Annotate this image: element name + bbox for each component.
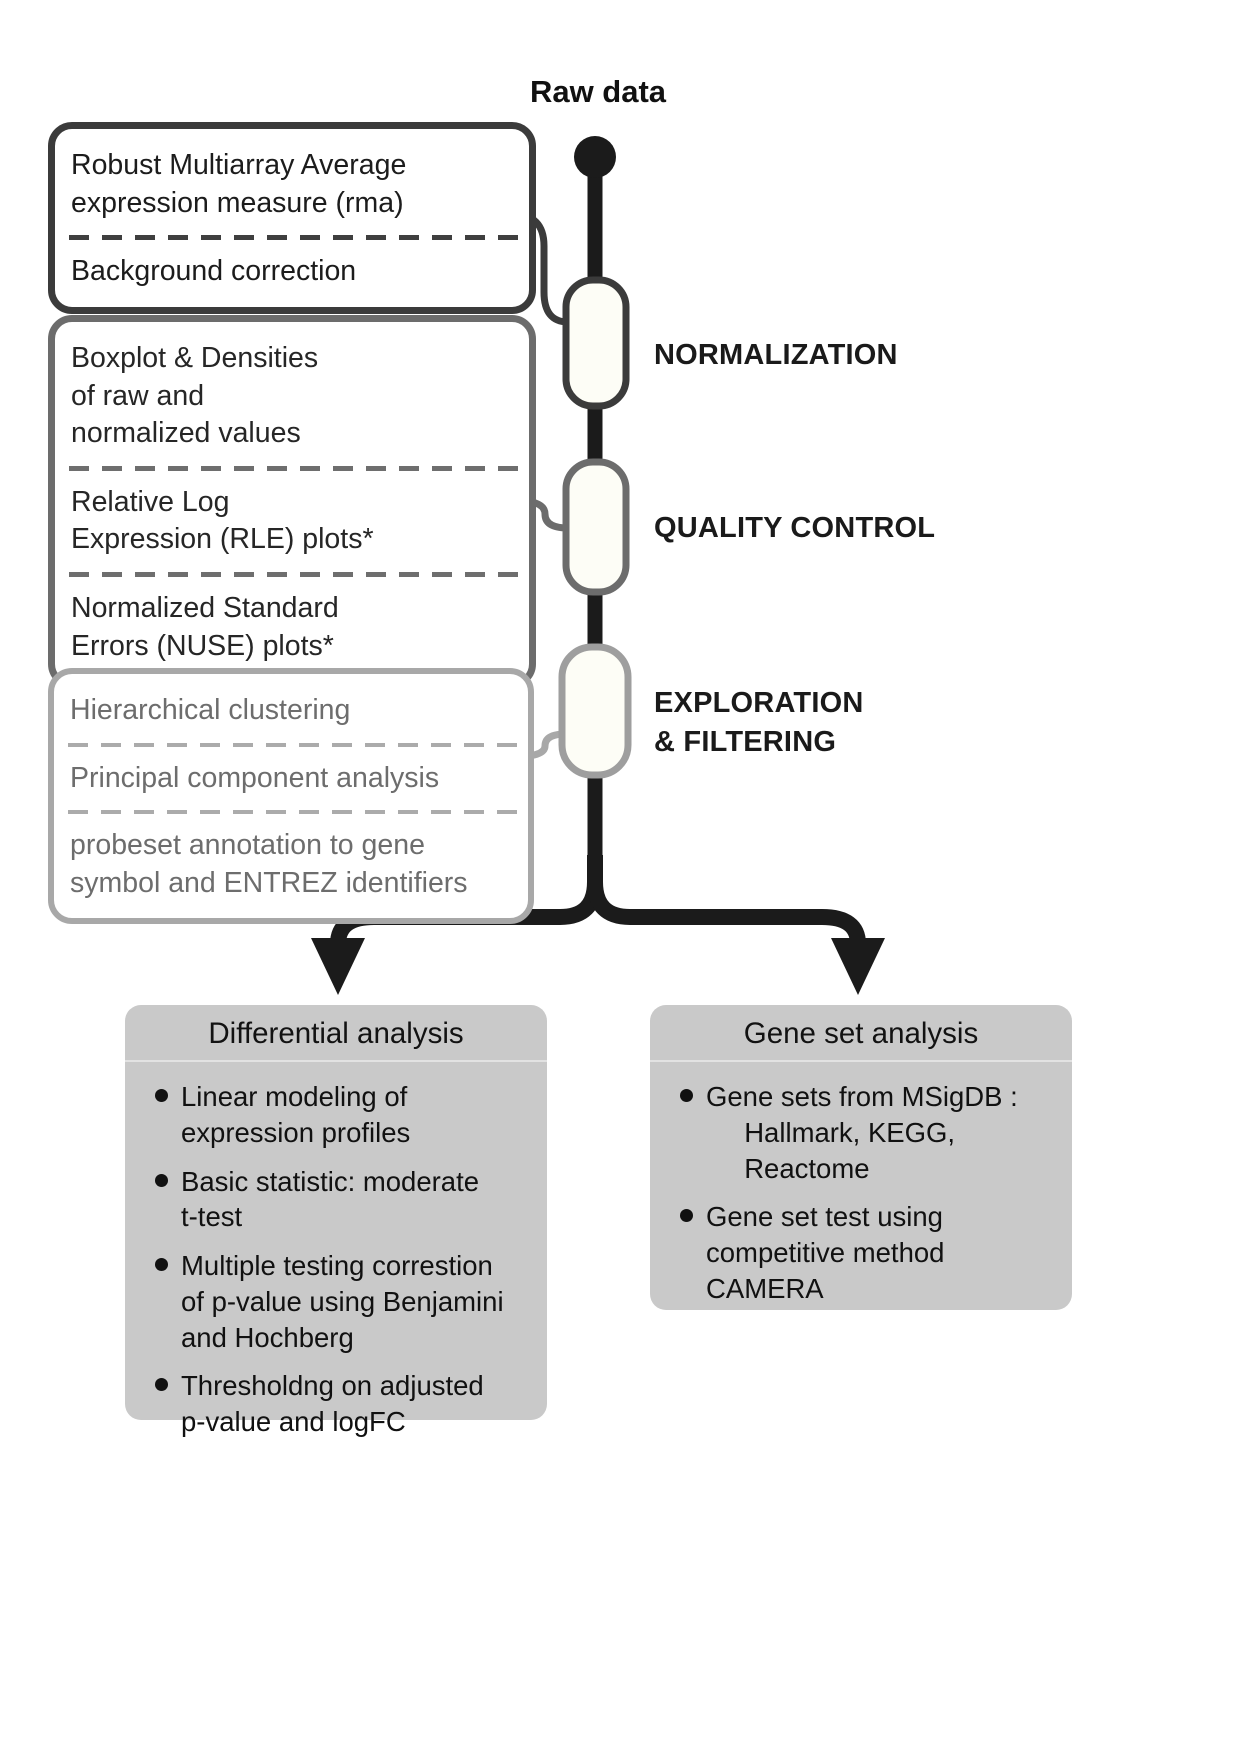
bullet-icon xyxy=(680,1209,693,1223)
exploration-steps-box: Hierarchical clustering Principal compon… xyxy=(48,668,534,925)
step-item-hierarchical-clustering: Hierarchical clustering xyxy=(70,694,351,726)
dashed-divider xyxy=(69,572,521,578)
bullet-item: Gene set test using competitive method C… xyxy=(680,1199,1058,1306)
bullet-item: Thresholdng on adjusted p-value and logF… xyxy=(155,1368,533,1440)
quality-control-steps-box: Boxplot & Densities of raw and normalize… xyxy=(48,315,536,689)
stage-label-exploration-filtering: EXPLORATION & FILTERING xyxy=(654,687,864,759)
bullet-icon xyxy=(155,1378,168,1392)
stage-label-quality-control: QUALITY CONTROL xyxy=(654,512,936,544)
differential-analysis-box: Differential analysis Linear modeling of… xyxy=(125,1005,547,1437)
step-item-rle-plots: Relative Log Expression (RLE) plots* xyxy=(71,485,374,556)
differential-analysis-title: Differential analysis xyxy=(125,1005,547,1062)
raw-data-label: Raw data xyxy=(529,74,667,109)
dashed-divider xyxy=(69,235,521,241)
bullet-icon xyxy=(155,1258,168,1271)
gene-set-analysis-title: Gene set analysis xyxy=(650,1005,1072,1062)
bullet-item: Multiple testing correstion of p-value u… xyxy=(155,1248,533,1355)
bullet-text: Gene set test using competitive method C… xyxy=(706,1201,945,1304)
stage-label-normalization: NORMALIZATION xyxy=(654,339,898,371)
bullet-icon xyxy=(155,1173,168,1187)
bullet-item: Gene sets from MSigDB : Hallmark, KEGG, … xyxy=(680,1079,1058,1186)
step-item-boxplot-densities: Boxplot & Densities of raw and normalize… xyxy=(71,342,319,450)
quality-control-node xyxy=(562,458,630,596)
dashed-divider xyxy=(68,742,520,747)
step-item-nuse-plots: Normalized Standard Errors (NUSE) plots* xyxy=(71,592,339,662)
raw-data-dot xyxy=(574,136,616,178)
step-item-rma: Robust Multiarray Average expression mea… xyxy=(71,149,407,219)
gene-set-analysis-bullets: Gene sets from MSigDB : Hallmark, KEGG, … xyxy=(650,1062,1072,1330)
bullet-text: Gene sets from MSigDB : Hallmark, KEGG, … xyxy=(706,1081,1018,1184)
dashed-divider xyxy=(69,465,521,471)
bullet-text: Basic statistic: moderate t-test xyxy=(181,1165,480,1233)
normalization-steps-box: Robust Multiarray Average expression mea… xyxy=(48,122,536,314)
arrowhead-right xyxy=(831,938,885,995)
bullet-item: Basic statistic: moderate t-test xyxy=(155,1164,533,1236)
normalization-node xyxy=(562,276,630,410)
step-item-pca: Principal component analysis xyxy=(70,761,440,794)
gene-set-analysis-box: Gene set analysis Gene sets from MSigDB … xyxy=(650,1005,1072,1310)
arrowhead-left xyxy=(311,938,365,995)
differential-analysis-bullets: Linear modeling of expression profiles B… xyxy=(125,1062,547,1463)
bullet-text: Multiple testing correstion of p-value u… xyxy=(181,1250,504,1353)
bullet-item: Linear modeling of expression profiles xyxy=(155,1079,533,1151)
bullet-text: Thresholdng on adjusted p-value and logF… xyxy=(181,1370,484,1437)
step-item-probeset-annotation: probeset annotation to gene symbol and E… xyxy=(70,829,468,899)
exploration-node xyxy=(558,643,632,779)
step-item-background-correction: Background correction xyxy=(71,255,357,288)
bullet-icon xyxy=(680,1089,693,1102)
bullet-text: Linear modeling of expression profiles xyxy=(181,1081,411,1148)
dashed-divider xyxy=(68,810,520,815)
branch-right xyxy=(587,855,866,952)
bullet-icon xyxy=(155,1089,168,1102)
